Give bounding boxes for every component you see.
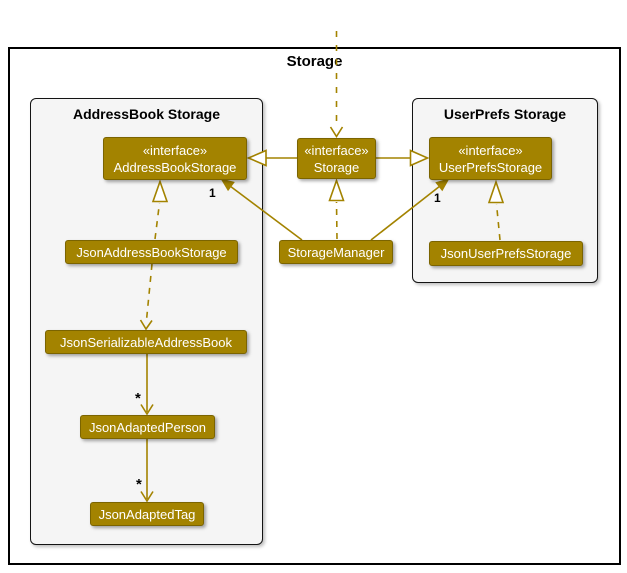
- class-name: JsonSerializableAddressBook: [60, 334, 232, 350]
- class-jsonadaptedperson: JsonAdaptedPerson: [80, 415, 215, 439]
- class-jsonserializableaddressbook: JsonSerializableAddressBook: [45, 330, 247, 354]
- interface-addressbookstorage: «interface» AddressBookStorage: [103, 137, 247, 180]
- association-arrow-jsonserializableaddressbook-to-jsonadaptedperson: [140, 353, 154, 416]
- class-name: JsonAddressBookStorage: [76, 244, 227, 260]
- generalization-arrow-storage-to-addressbookstorage: [246, 149, 297, 167]
- stereotype-label: «interface»: [458, 142, 523, 158]
- class-jsonuserprefsstorage: JsonUserPrefsStorage: [429, 241, 583, 266]
- class-name: Storage: [313, 159, 360, 175]
- interface-storage: «interface» Storage: [297, 138, 376, 179]
- multiplicity-label-userprefsstorage: 1: [434, 191, 441, 205]
- class-name: JsonUserPrefsStorage: [440, 246, 572, 261]
- association-arrow-storagemanager-to-addressbookstorage: [220, 178, 303, 241]
- interface-userprefsstorage: «interface» UserPrefsStorage: [429, 137, 552, 180]
- realization-arrow-jsonaddressbookstorage-to-addressbookstorage: [151, 179, 169, 240]
- realization-arrow-jsonuserprefsstorage-to-userprefsstorage: [487, 179, 505, 241]
- stereotype-label: «interface»: [142, 142, 208, 158]
- dependency-arrow-into-storage: [329, 31, 344, 138]
- multiplicity-label-jsonadaptedperson: *: [135, 390, 141, 407]
- class-name: JsonAdaptedPerson: [88, 419, 207, 435]
- class-name: StorageManager: [287, 244, 385, 260]
- class-name: JsonAdaptedTag: [98, 506, 196, 522]
- dependency-arrow-jsonaddressbookstorage-to-jsonserializableaddressbook: [139, 263, 153, 331]
- generalization-arrow-storage-to-userprefsstorage: [376, 149, 430, 167]
- diagram-title: Storage: [286, 53, 343, 70]
- multiplicity-label-addressbookstorage: 1: [209, 186, 216, 200]
- class-name: AddressBookStorage: [113, 159, 237, 175]
- realization-arrow-storagemanager-to-storage: [328, 178, 345, 240]
- package-title: AddressBook Storage: [72, 106, 221, 122]
- multiplicity-label-jsonadaptedtag: *: [136, 476, 142, 493]
- association-arrow-storagemanager-to-userprefsstorage: [370, 178, 450, 241]
- stereotype-label: «interface»: [304, 142, 369, 158]
- package-title: UserPrefs Storage: [443, 106, 567, 122]
- association-arrow-jsonadaptedperson-to-jsonadaptedtag: [140, 439, 154, 503]
- class-name: UserPrefsStorage: [438, 159, 543, 175]
- class-jsonaddressbookstorage: JsonAddressBookStorage: [65, 240, 238, 264]
- class-jsonadaptedtag: JsonAdaptedTag: [90, 502, 204, 526]
- class-storagemanager: StorageManager: [279, 240, 393, 264]
